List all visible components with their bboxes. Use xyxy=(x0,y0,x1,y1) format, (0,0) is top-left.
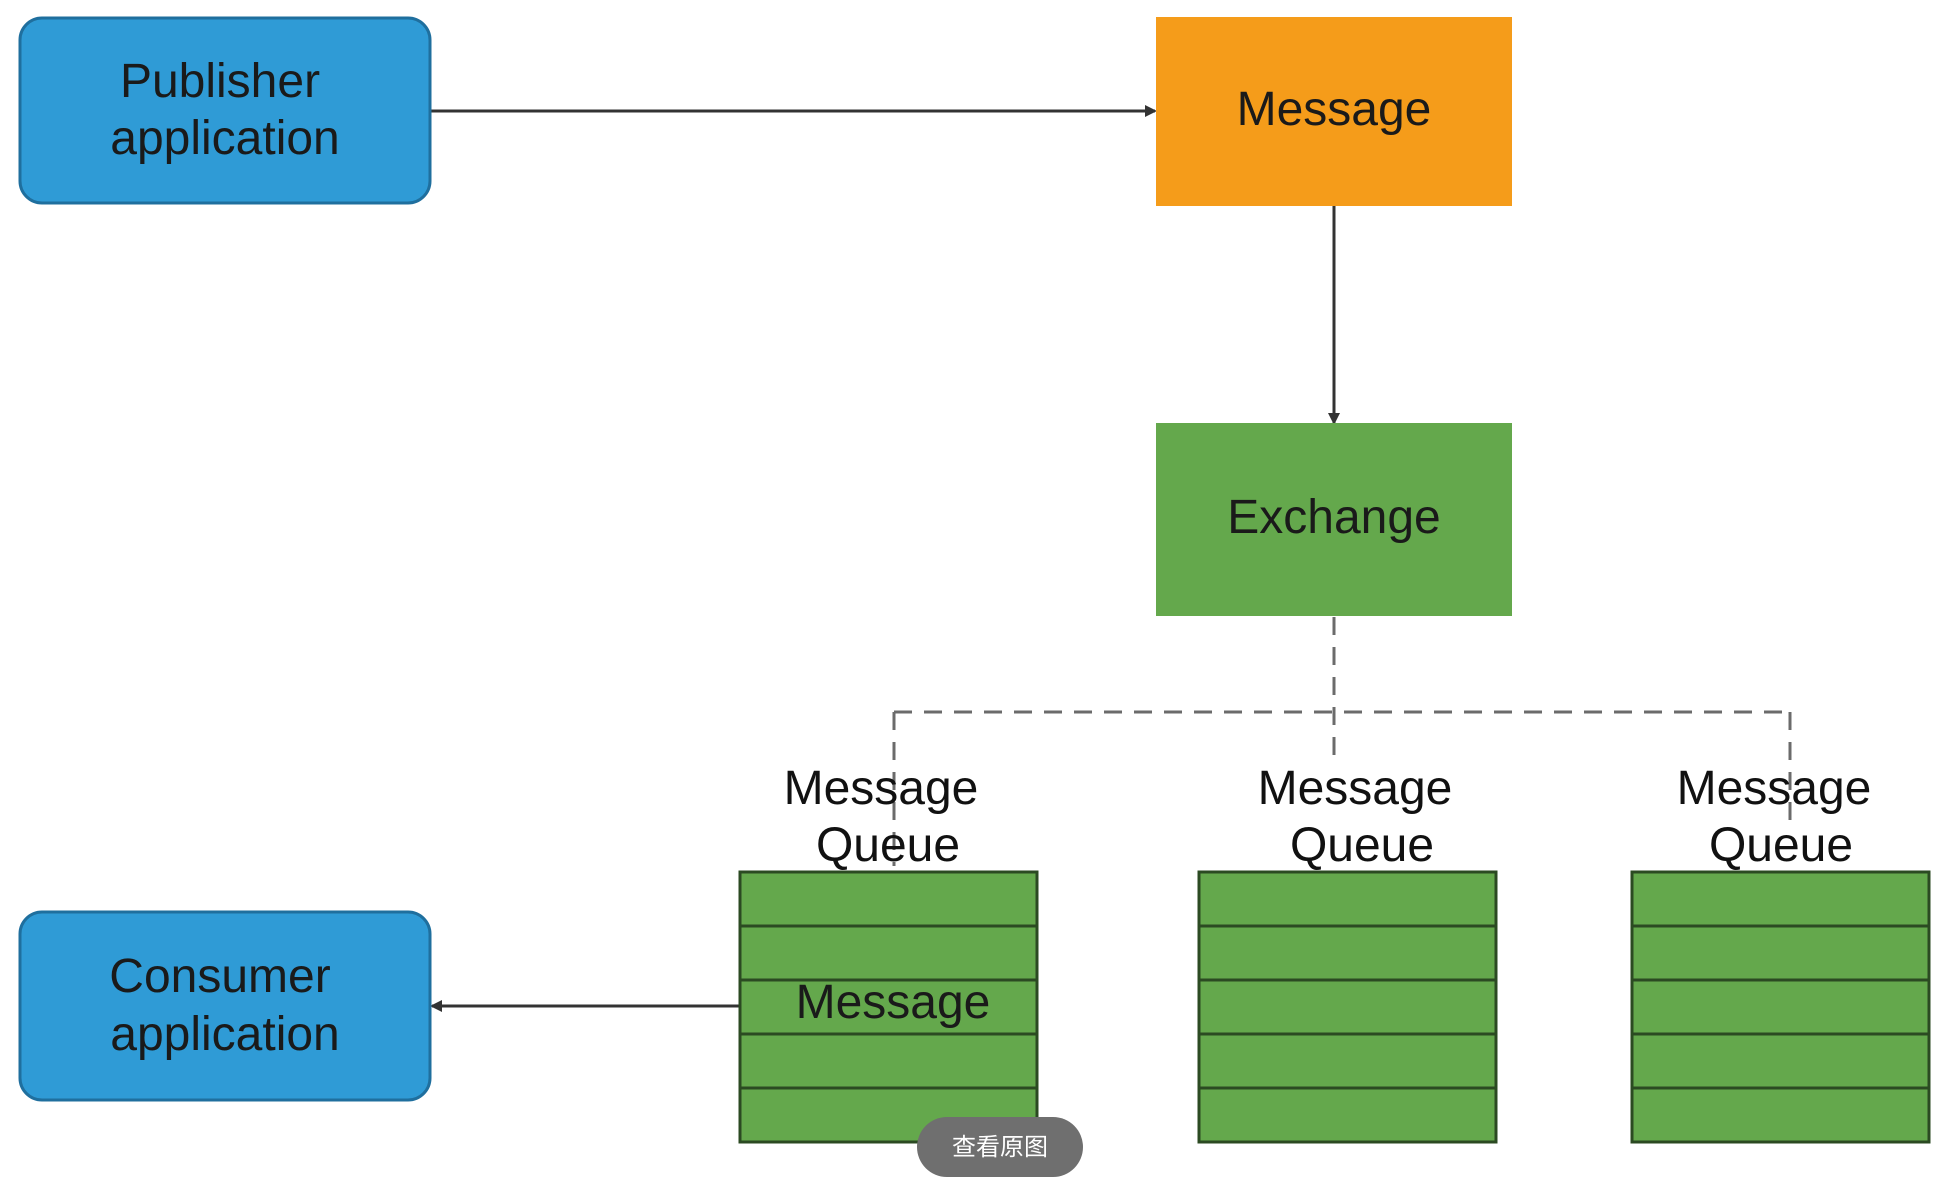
exchange-node: Exchange xyxy=(1156,423,1512,616)
queue-1-label-line2: Queue xyxy=(816,819,960,872)
consumer-label-line2: application xyxy=(110,1008,340,1061)
consumer-application-node: Consumer application xyxy=(18,910,432,1102)
message-queue-3: Message Queue xyxy=(1630,762,1931,1144)
exchange-label: Exchange xyxy=(1227,491,1441,544)
queue-2-label-line1: Message xyxy=(1258,762,1453,815)
message-label: Message xyxy=(1237,83,1432,136)
exchange-routing-dashed-lines xyxy=(892,617,1792,866)
queue-2-label-line2: Queue xyxy=(1290,819,1434,872)
consumer-label-line1: Consumer xyxy=(109,950,330,1003)
message-queue-1: Message Queue Message xyxy=(738,762,1039,1144)
queue-1-label-line1: Message xyxy=(784,762,979,815)
queue-1-message-item: Message xyxy=(796,976,991,1029)
queue-3-label-line2: Queue xyxy=(1709,819,1853,872)
message-queue-2: Message Queue xyxy=(1197,762,1498,1144)
publisher-label-line1: Publisher xyxy=(120,55,320,108)
publisher-label-line2: application xyxy=(110,112,340,165)
view-original-button[interactable]: 查看原图 xyxy=(917,1117,1083,1177)
message-node: Message xyxy=(1156,17,1512,206)
publisher-application-node: Publisher application xyxy=(18,16,432,205)
queue-3-label-line1: Message xyxy=(1677,762,1872,815)
